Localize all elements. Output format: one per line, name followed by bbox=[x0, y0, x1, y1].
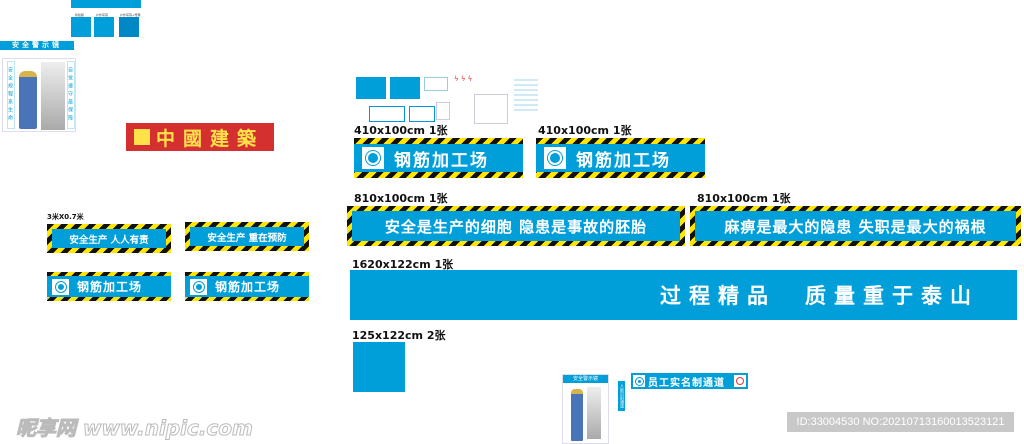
size-label: 810x100cm 1张 bbox=[354, 192, 448, 205]
sign-text: 钢筋加工场 bbox=[215, 280, 281, 294]
sign-safety-slogan-2: 麻痹是最大的隐患 失职是最大的祸根 bbox=[690, 206, 1021, 246]
small-sign-1: 安全生产 人人有责 bbox=[47, 224, 171, 253]
sign-safety-slogan-1: 安全是生产的细胞 隐患是事故的胚胎 bbox=[347, 206, 685, 246]
size-label: 410x100cm 1张 bbox=[538, 124, 632, 137]
swatch-label: 户外写真 bbox=[96, 13, 109, 17]
helmet-icon bbox=[190, 278, 207, 295]
id-watermark: ID:33004530 NO:20210713160013523121 bbox=[787, 412, 1014, 432]
swatch-1 bbox=[71, 17, 91, 37]
mirror-left-text: 安全规程系生命 bbox=[7, 61, 15, 129]
sign-text: 钢筋加工场 bbox=[77, 280, 143, 294]
size-label: 410x100cm 1张 bbox=[354, 124, 448, 137]
mirror-title: 安全警示镜 bbox=[572, 376, 598, 382]
brand-logo-icon bbox=[134, 129, 150, 145]
size-label: 1620x122cm 1张 bbox=[352, 258, 454, 271]
brand-text: 中國建築 bbox=[156, 127, 265, 150]
mirror-title: 安全警示镜 bbox=[12, 41, 62, 49]
sign-text: 安全生产 重在预防 bbox=[207, 232, 287, 244]
sign-text: 安全是生产的细胞 隐患是事故的胚胎 bbox=[384, 217, 648, 236]
helmet-icon bbox=[362, 147, 384, 169]
small-sign-4: 钢筋加工场 bbox=[185, 272, 309, 301]
size-label: 125x122cm 2张 bbox=[352, 329, 446, 342]
banner-text: 过程精品 质量重于泰山 bbox=[660, 284, 979, 308]
mirror-title-bar: 安全警示镜 bbox=[0, 41, 74, 50]
blue-square-panel bbox=[353, 342, 405, 392]
mirror-right-text: 自觉遵守最保障 bbox=[67, 61, 75, 129]
quality-banner: 过程精品 质量重于泰山 bbox=[350, 270, 1017, 320]
sign-text: 钢筋加工场 bbox=[394, 150, 489, 171]
vertical-sign-text: 人脸识别通道 bbox=[620, 384, 625, 408]
no-smoking-icon bbox=[734, 375, 746, 387]
swatch-label: 喷绘膜 bbox=[75, 13, 85, 17]
small-sign-2: 安全生产 重在预防 bbox=[185, 222, 309, 251]
swatch-label: 户外写真+雪弗 bbox=[120, 13, 141, 17]
worker-figure bbox=[19, 71, 37, 129]
mirror-title-bar: 安全警示镜 bbox=[563, 375, 608, 383]
swatch-3 bbox=[119, 17, 139, 37]
top-strip bbox=[71, 0, 141, 8]
helmet-icon bbox=[544, 147, 566, 169]
nipic-watermark: 昵享网 www.nipic.com bbox=[16, 416, 254, 441]
worker-figure bbox=[571, 389, 583, 441]
helmet-icon bbox=[52, 278, 69, 295]
sign-text: 麻痹是最大的隐患 失职是最大的祸根 bbox=[724, 217, 987, 236]
size-label: 810x100cm 1张 bbox=[697, 192, 791, 205]
sign-rebar-yard: 钢筋加工场 bbox=[354, 138, 523, 178]
channel-text: 员工实名制通道 bbox=[648, 377, 725, 389]
small-sign-3: 钢筋加工场 bbox=[47, 272, 171, 301]
mirror-glass bbox=[587, 387, 601, 439]
sign-text: 钢筋加工场 bbox=[576, 150, 671, 171]
thumbnail-sheets: ϟ ϟ ϟ bbox=[354, 72, 540, 127]
mirror-board: 安全规程系生命 自觉遵守最保障 bbox=[2, 58, 76, 132]
mirror-glass bbox=[41, 62, 65, 130]
mirror-board-bottom: 安全警示镜 bbox=[562, 374, 609, 444]
face-recognition-sign: 人脸识别通道 bbox=[618, 381, 625, 411]
sign-rebar-yard: 钢筋加工场 bbox=[536, 138, 705, 178]
brand-banner: 中國建築 bbox=[126, 123, 274, 151]
helmet-icon bbox=[633, 375, 645, 387]
sign-text: 安全生产 人人有责 bbox=[69, 234, 149, 246]
real-name-channel-sign: 员工实名制通道 bbox=[631, 373, 748, 389]
size-label: 3米X0.7米 bbox=[47, 213, 84, 221]
swatch-2 bbox=[94, 17, 114, 37]
